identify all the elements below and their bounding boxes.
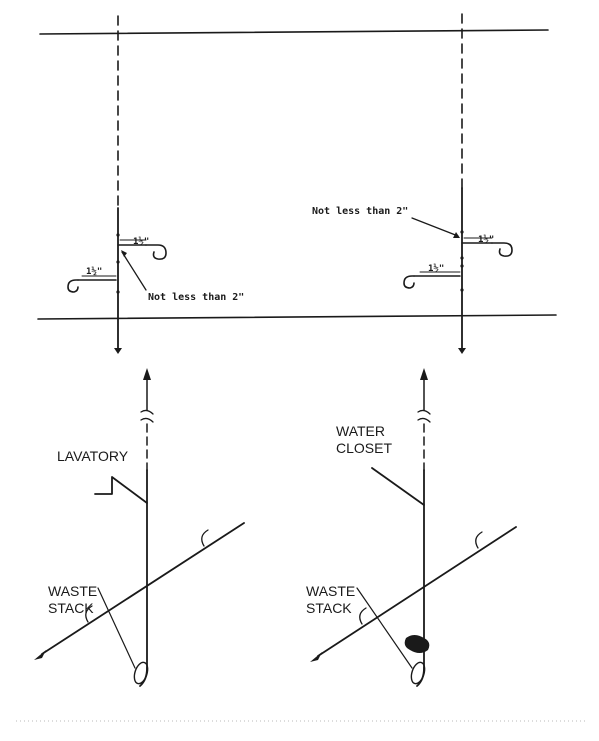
iso-left-lavatory-branch xyxy=(94,476,148,504)
upper-horizontal-line xyxy=(39,29,549,35)
right-stack-tick xyxy=(460,288,464,292)
left-upper-dim-label: 1½" xyxy=(133,236,149,247)
right-stack-tick xyxy=(460,264,464,268)
iso-right-main-arrow xyxy=(310,652,322,662)
iso-right-water-label: WATER xyxy=(336,423,385,439)
left-stack-tick xyxy=(116,260,120,264)
plan-view: 1½" 1½" Not less than 2" 1½" xyxy=(37,13,557,354)
right-stack-tick xyxy=(460,256,464,260)
left-stack-tick xyxy=(116,290,120,294)
left-lower-trap xyxy=(67,279,79,293)
iso-left-break-b xyxy=(201,529,209,547)
iso-right-break-mark xyxy=(417,409,431,423)
left-stack-end-mark xyxy=(114,348,122,354)
iso-left-main-line xyxy=(41,522,245,655)
isometric-view: LAVATORY WASTE STACK WATER xyxy=(34,368,517,687)
iso-left-lavatory-label: LAVATORY xyxy=(57,448,129,464)
iso-left-waste-leader xyxy=(97,587,136,669)
iso-left-break-a xyxy=(85,605,93,623)
iso-right-waste-leader xyxy=(356,587,413,669)
iso-left: LAVATORY WASTE STACK xyxy=(34,368,245,687)
right-upper-trap xyxy=(491,242,513,257)
left-upper-trap xyxy=(145,244,167,260)
right-stack-tick xyxy=(460,230,464,234)
left-lower-dim-label: 1½" xyxy=(86,266,102,277)
iso-left-break-mark xyxy=(140,409,154,423)
left-note-label: Not less than 2" xyxy=(148,292,244,303)
iso-right-main-line xyxy=(317,526,517,657)
iso-left-stack-circle xyxy=(133,661,149,685)
iso-right-stack-label: STACK xyxy=(306,600,352,616)
right-note-label: Not less than 2" xyxy=(312,206,408,217)
iso-right-break-a xyxy=(359,607,367,625)
iso-left-vent-arrow xyxy=(143,368,151,380)
left-note-leader xyxy=(121,251,147,291)
lower-horizontal-line xyxy=(37,314,557,320)
right-stack-end-mark xyxy=(458,348,466,354)
plan-right-stack: 1½" 1½" Not less than 2" xyxy=(312,13,513,354)
iso-right: WATER CLOSET WASTE STACK xyxy=(306,368,517,687)
right-lower-dim-label: 1½" xyxy=(428,263,444,274)
right-upper-dim-label: 1½" xyxy=(478,234,494,245)
iso-right-waste-label: WASTE xyxy=(306,583,355,599)
right-note-leader xyxy=(411,217,459,237)
iso-right-break-b xyxy=(475,531,483,549)
left-stack-tick xyxy=(116,233,120,237)
right-lower-trap xyxy=(403,275,415,289)
iso-right-ink-blot xyxy=(404,635,430,653)
plan-left-stack: 1½" 1½" Not less than 2" xyxy=(67,15,244,354)
iso-right-wc-branch xyxy=(371,467,425,506)
iso-right-stack-circle xyxy=(410,661,426,685)
iso-left-waste-label: WASTE xyxy=(48,583,97,599)
iso-right-closet-label: CLOSET xyxy=(336,440,392,456)
left-note-arrow xyxy=(121,250,127,257)
right-note-arrow xyxy=(453,232,460,238)
iso-left-stack-label: STACK xyxy=(48,600,94,616)
iso-right-vent-arrow xyxy=(420,368,428,380)
iso-left-main-arrow xyxy=(34,650,46,660)
